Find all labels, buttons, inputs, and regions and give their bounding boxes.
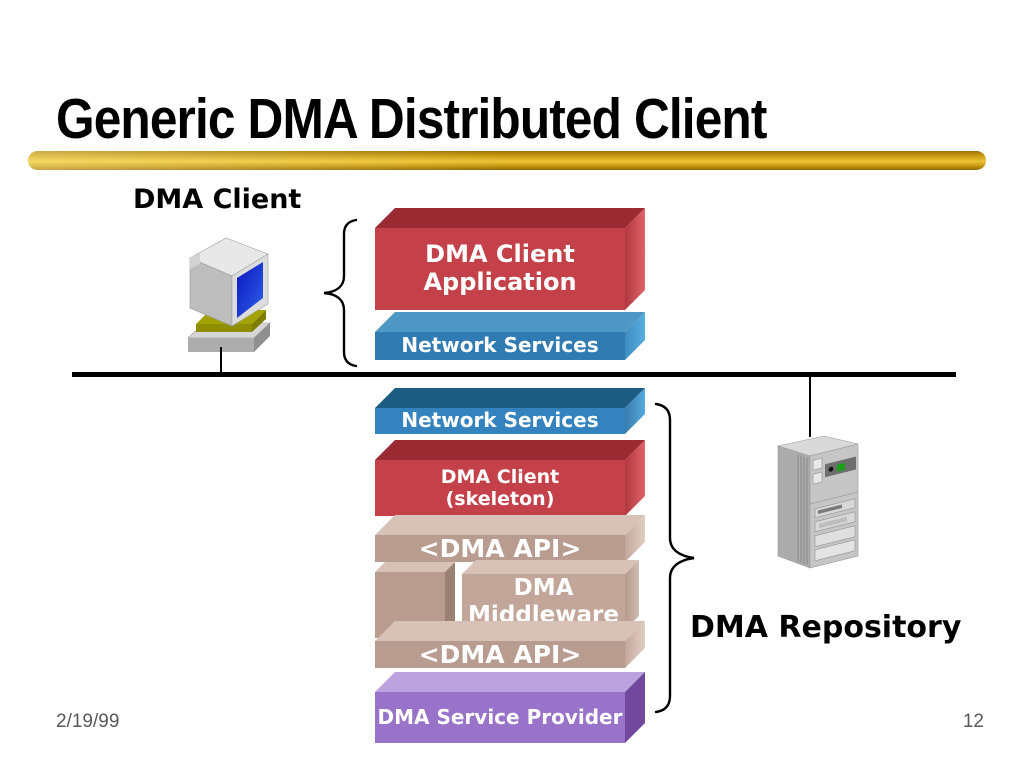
slide-title: Generic DMA Distributed Client — [56, 87, 767, 151]
repository-network-connector-line — [809, 377, 811, 437]
box-network-services-top-label: Network Services — [401, 333, 599, 358]
server-drive-slot — [819, 516, 847, 529]
server-front — [809, 443, 859, 569]
box-dma-api-bottom: <DMA API> — [375, 640, 625, 669]
server-button — [812, 471, 823, 485]
box-network-services-top: Network Services — [375, 332, 625, 360]
server-button — [812, 457, 823, 471]
box-network-services-bottom: Network Services — [375, 408, 625, 434]
box-dma-client-skeleton: DMA Client (skeleton) — [375, 460, 625, 516]
box-dma-client-application-label: DMA Client Application — [423, 240, 577, 296]
box-dma-api-top: <DMA API> — [375, 534, 625, 563]
box-dma-api-top-label: <DMA API> — [418, 534, 582, 563]
box-dma-service-provider-label: DMA Service Provider — [377, 704, 623, 729]
server-drive-slot — [818, 504, 842, 515]
computer-keyboard-side — [252, 310, 266, 332]
server-power-button — [828, 466, 834, 472]
box-dma-api-bottom-label: <DMA API> — [418, 640, 582, 669]
dma-repository-label: DMA Repository — [690, 610, 962, 645]
left-brace — [323, 218, 358, 368]
server-icon — [776, 435, 859, 569]
box-dma-client-application: DMA Client Application — [375, 228, 625, 310]
server-left-side — [777, 445, 811, 569]
box-dma-service-provider: DMA Service Provider — [375, 692, 625, 743]
server-drive-bay — [814, 539, 856, 562]
box-network-services-bottom-label: Network Services — [401, 408, 599, 433]
server-led — [837, 462, 845, 472]
monitor-vent — [190, 253, 200, 269]
page-number: 12 — [962, 711, 984, 732]
computer-base-front — [188, 338, 254, 352]
computer-keyboard-front — [196, 324, 252, 332]
title-underline-bar — [28, 151, 986, 170]
right-brace — [654, 402, 695, 714]
computer-base-side — [254, 323, 270, 352]
network-line — [72, 372, 956, 377]
client-computer-icon — [187, 237, 271, 352]
box-dma-client-skeleton-label: DMA Client (skeleton) — [440, 465, 560, 510]
dma-client-label: DMA Client — [133, 184, 302, 215]
server-drive-bay — [814, 525, 856, 548]
monitor-screen — [237, 262, 263, 318]
footer-date: 2/19/99 — [56, 711, 120, 732]
client-network-connector-line — [220, 347, 222, 373]
